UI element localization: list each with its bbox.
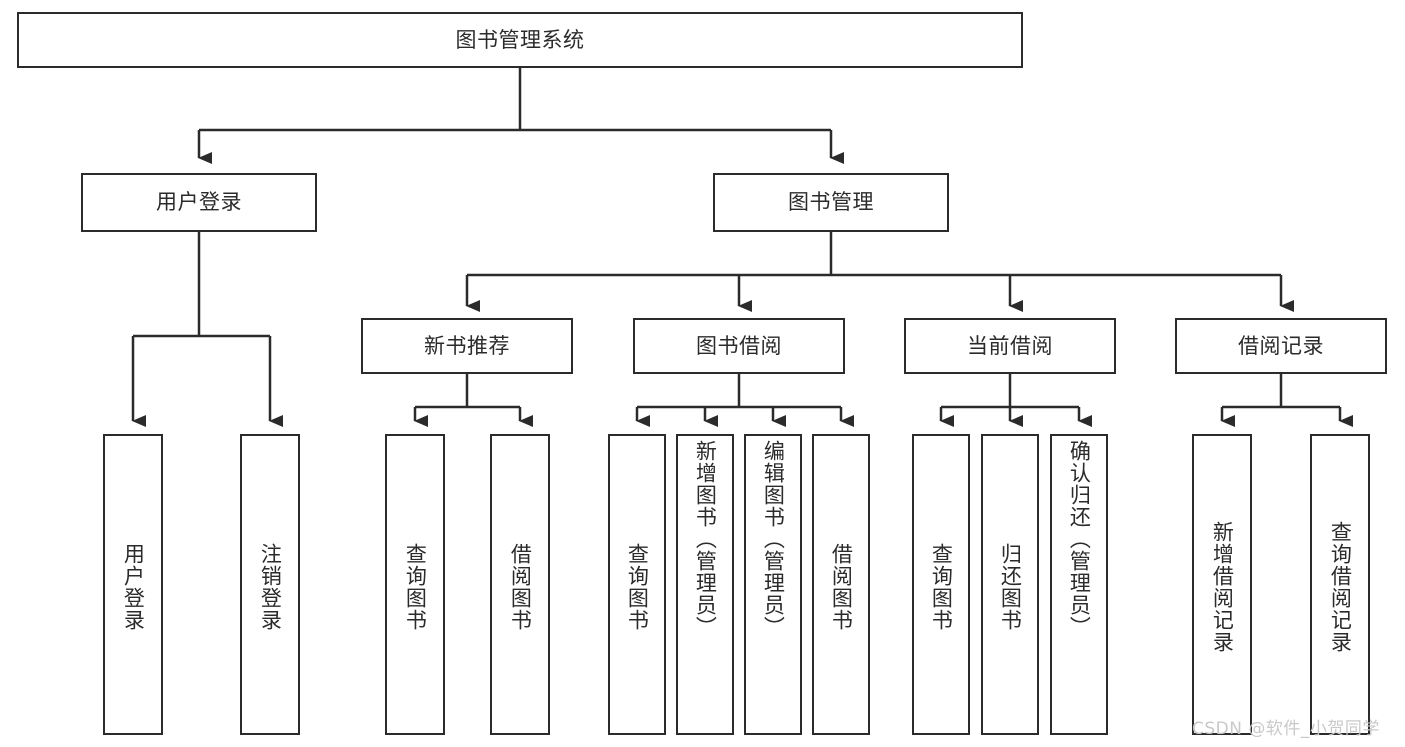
node-current-borrow[interactable]: 当前借阅 (904, 318, 1116, 374)
node-leaf-edit-book[interactable]: 编辑图书（管理员） (744, 434, 802, 735)
node-book-borrow[interactable]: 图书借阅 (633, 318, 845, 374)
node-leaf-borrow-book-2-label: 借阅图书 (829, 542, 854, 631)
node-leaf-user-login-label: 用户登录 (121, 542, 146, 631)
node-leaf-user-logout-label: 注销登录 (258, 542, 283, 631)
node-book-borrow-label: 图书借阅 (696, 333, 782, 358)
node-leaf-user-logout[interactable]: 注销登录 (240, 434, 300, 735)
node-leaf-query-book-3[interactable]: 查询图书 (912, 434, 970, 735)
node-leaf-query-record-label: 查询借阅记录 (1328, 520, 1353, 653)
node-leaf-query-book-2[interactable]: 查询图书 (608, 434, 666, 735)
node-leaf-add-record[interactable]: 新增借阅记录 (1192, 434, 1252, 735)
node-user-login[interactable]: 用户登录 (81, 173, 317, 232)
node-leaf-query-book-3-label: 查询图书 (929, 542, 954, 631)
node-leaf-return-book-label: 归还图书 (998, 542, 1023, 631)
node-new-book-recommend[interactable]: 新书推荐 (361, 318, 573, 374)
node-leaf-add-book-label: 新增图书（管理员） (693, 440, 718, 638)
node-leaf-borrow-book-1[interactable]: 借阅图书 (490, 434, 550, 735)
node-borrow-record[interactable]: 借阅记录 (1175, 318, 1387, 374)
node-leaf-query-record[interactable]: 查询借阅记录 (1310, 434, 1370, 735)
node-leaf-edit-book-label: 编辑图书（管理员） (761, 440, 786, 638)
node-leaf-confirm-return[interactable]: 确认归还（管理员） (1050, 434, 1108, 735)
node-leaf-query-book-1[interactable]: 查询图书 (385, 434, 445, 735)
node-leaf-user-login[interactable]: 用户登录 (103, 434, 163, 735)
node-borrow-record-label: 借阅记录 (1238, 333, 1324, 358)
node-new-book-recommend-label: 新书推荐 (424, 333, 510, 358)
node-book-management-label: 图书管理 (788, 190, 874, 215)
node-leaf-borrow-book-2[interactable]: 借阅图书 (812, 434, 870, 735)
node-leaf-borrow-book-1-label: 借阅图书 (508, 542, 533, 631)
node-leaf-query-book-2-label: 查询图书 (625, 542, 650, 631)
watermark-text: CSDN @软件_小贺同学 (1192, 719, 1380, 739)
node-user-login-label: 用户登录 (156, 190, 242, 215)
node-leaf-confirm-return-label: 确认归还（管理员） (1067, 440, 1092, 638)
node-book-management[interactable]: 图书管理 (713, 173, 949, 232)
node-leaf-return-book[interactable]: 归还图书 (981, 434, 1039, 735)
node-leaf-add-record-label: 新增借阅记录 (1210, 520, 1235, 653)
node-root-label: 图书管理系统 (455, 27, 585, 52)
node-leaf-query-book-1-label: 查询图书 (403, 542, 428, 631)
node-root[interactable]: 图书管理系统 (17, 12, 1023, 68)
node-leaf-add-book[interactable]: 新增图书（管理员） (676, 434, 734, 735)
node-current-borrow-label: 当前借阅 (967, 333, 1053, 358)
